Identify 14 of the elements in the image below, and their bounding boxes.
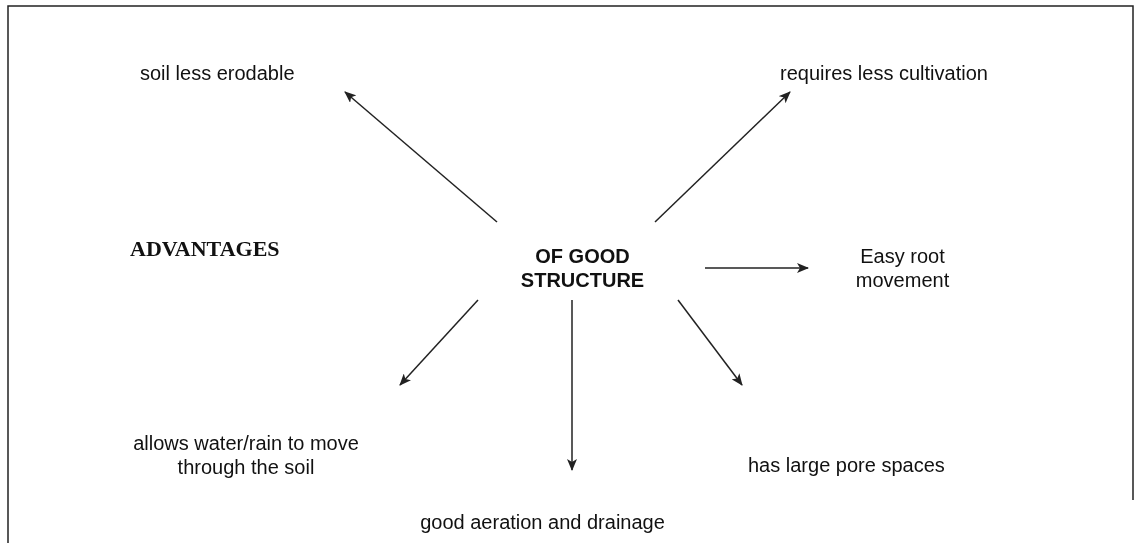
- arrow: [567, 299, 577, 471]
- node-text: soil less erodable: [140, 61, 295, 85]
- arrow: [704, 263, 809, 273]
- node-text: OF GOOD STRUCTURE: [519, 244, 646, 292]
- node-text: good aeration and drainage: [420, 510, 665, 534]
- node-text: allows water/rain to move through the soil: [132, 431, 360, 479]
- arrow: [654, 91, 791, 223]
- node-text: requires less cultivation: [780, 61, 988, 85]
- node-text: Easy root movement: [854, 244, 951, 292]
- arrow: [344, 91, 498, 223]
- heading-label: ADVANTAGES: [130, 235, 280, 263]
- node-text: has large pore spaces: [748, 453, 945, 477]
- arrow: [399, 299, 479, 386]
- arrow: [677, 299, 743, 386]
